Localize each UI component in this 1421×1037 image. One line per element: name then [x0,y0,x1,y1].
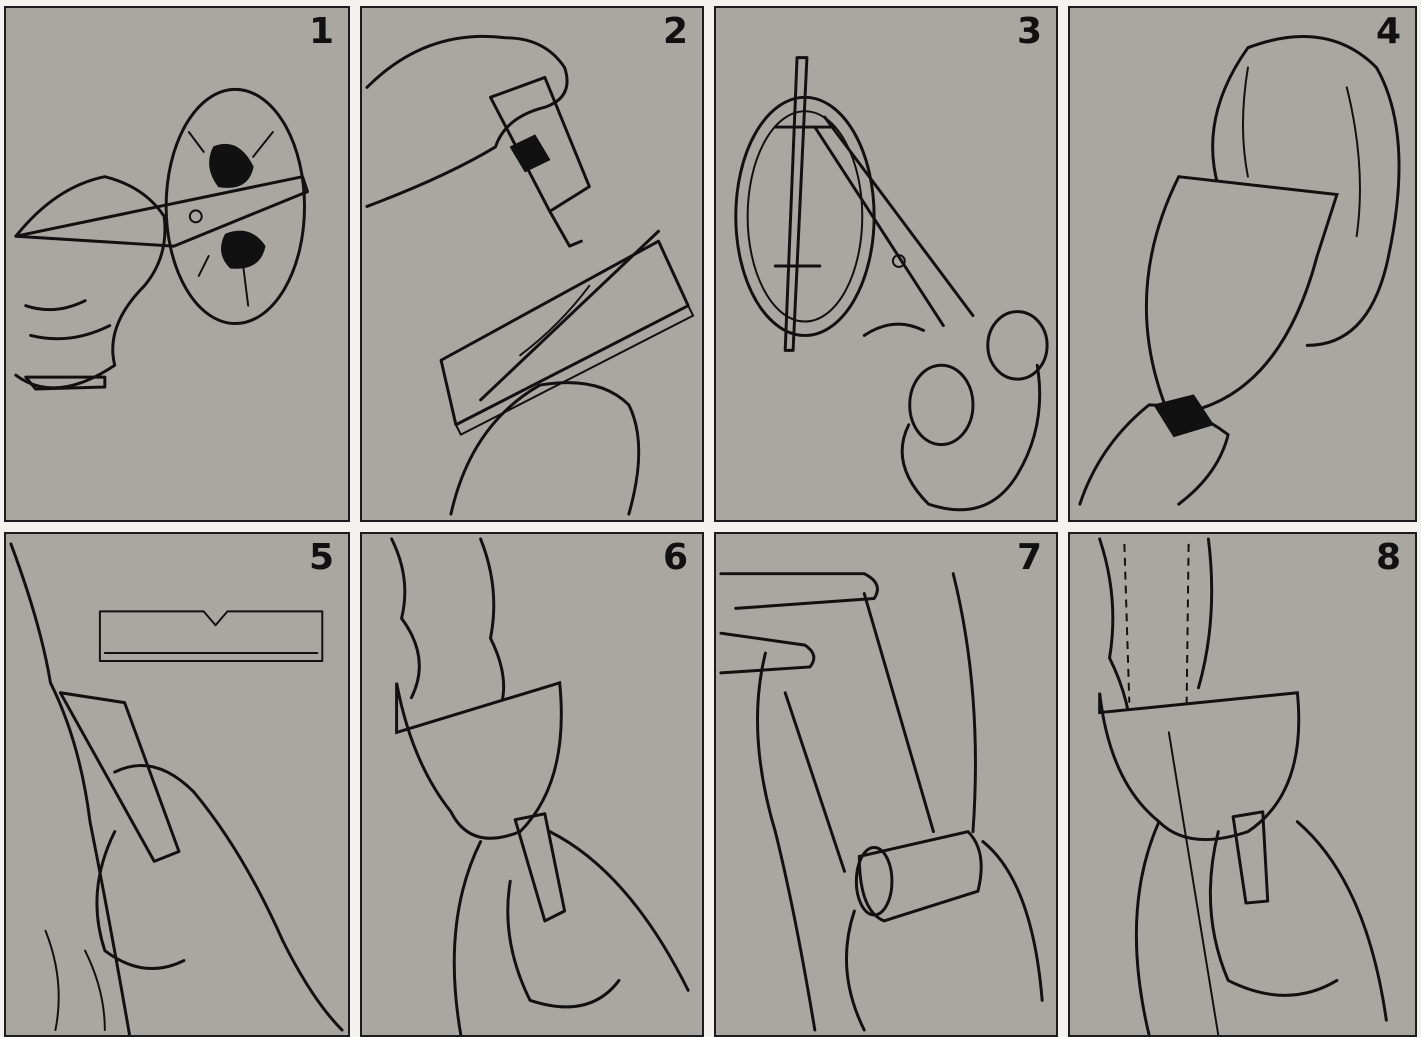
step-panel-7: 7 [714,532,1058,1037]
step-panel-5: 5 [4,532,350,1037]
step-number-7: 7 [1017,540,1042,576]
scraper-shaping-icon [362,534,702,1035]
step-panel-1: 1 [4,6,350,522]
step-panel-4: 4 [1068,6,1417,522]
step-panel-6: 6 [360,532,704,1037]
glue-bottle-on-blank-icon [362,8,702,520]
step-number-3: 3 [1017,14,1042,50]
pattern-on-burl-icon [1070,8,1415,520]
saw-cutting-burl-icon [6,8,348,520]
step-number-5: 5 [309,540,334,576]
finished-shape-icon [1070,534,1415,1035]
sanding-drum-icon [716,534,1056,1035]
step-number-4: 4 [1376,14,1401,50]
step-number-8: 8 [1376,540,1401,576]
step-number-2: 2 [663,14,688,50]
step-panel-3: 3 [714,6,1058,522]
compass-and-scissors-icon [716,8,1056,520]
step-panel-2: 2 [360,6,704,522]
step-panel-8: 8 [1068,532,1417,1037]
step-number-1: 1 [309,14,334,50]
knife-carving-edge-icon [6,534,348,1035]
step-number-6: 6 [663,540,688,576]
